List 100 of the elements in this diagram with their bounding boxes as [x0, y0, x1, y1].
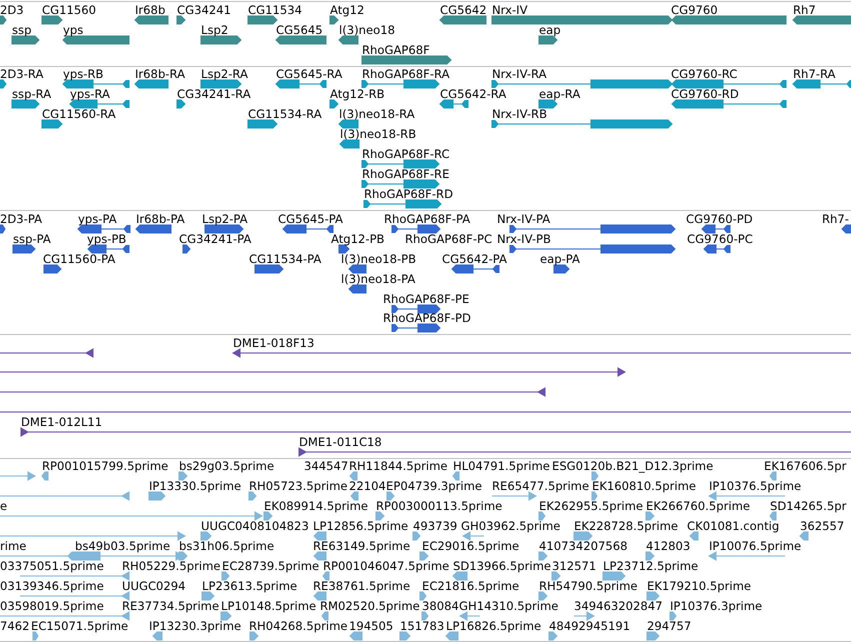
transcript-label: CG5645-RA — [276, 67, 342, 81]
transcript-label: l(3)neo18-RB — [340, 127, 416, 141]
transcript-label: l(3)neo18-RA — [339, 107, 415, 121]
est-label: RE65477.5prime — [492, 479, 590, 493]
est-label: e — [0, 499, 8, 513]
transcript-label: CG5642-RA — [440, 87, 506, 101]
gene-label: CG5645 — [276, 23, 323, 37]
transcript-label: CG11534-RA — [248, 107, 322, 121]
protein-label: Rh7- — [822, 212, 849, 226]
est-label: EK089914.5prime — [264, 499, 368, 513]
est-label: 362557 — [800, 519, 844, 533]
clone-label: DME1-018F13 — [233, 336, 314, 350]
est-label: SD14265.5pr — [770, 499, 846, 513]
est-label: 294757 — [647, 619, 692, 633]
est-label: EK160810.5prime — [592, 479, 696, 493]
est-label: UUGC0294 — [122, 579, 186, 593]
est-label: SD13966.5prime — [453, 559, 552, 573]
clone-label: DME1-011C18 — [299, 435, 382, 449]
protein-label: Nrx-IV-PA — [497, 212, 550, 226]
gene-label: Rh7 — [793, 3, 816, 17]
est-label: UUGC0408104823 — [201, 519, 309, 533]
gene-label: RhoGAP68F — [362, 43, 430, 57]
est-label: IP10076.5prime — [709, 539, 802, 553]
gene-label: Nrx-IV — [492, 3, 528, 17]
protein-label: ssp-PA — [13, 232, 51, 246]
transcript-label: Nrx-IV-RB — [492, 107, 548, 121]
protein-label: CG11534-PA — [249, 252, 322, 266]
est-label: 03139346.5prime — [0, 579, 104, 593]
protein-label: 2D3-PA — [0, 212, 42, 226]
gene-label: yps — [63, 23, 84, 37]
protein-label: RhoGAP68F-PE — [383, 292, 470, 306]
gene-label: CG11534 — [248, 3, 302, 17]
gene-label: eap — [539, 23, 561, 37]
est-label: RH05723.5prime — [249, 479, 348, 493]
est-label: EK262955.5prime — [539, 499, 644, 513]
est-label: 7462 — [0, 619, 30, 633]
est-label: RP001015799.5prime — [42, 459, 168, 473]
est-label: EK266760.5prime — [646, 499, 750, 513]
est-label: RH04268.5prime — [249, 619, 348, 633]
protein-label: RhoGAP68F-PA — [384, 212, 470, 226]
est-label: bs31h06.5prime — [179, 539, 274, 553]
est-label: 349463202847 — [574, 599, 663, 613]
est-label: EC28739.5prime — [222, 559, 320, 573]
est-label: EK228728.5prime — [574, 519, 678, 533]
est-label: 151783 — [400, 619, 444, 633]
gene-label: Ir68b — [135, 3, 166, 17]
transcript-label: yps-RA — [70, 87, 110, 101]
est-label: LP10148.5prime — [221, 599, 316, 613]
gene-label: CG5642 — [440, 3, 487, 17]
protein-label: Ir68b-PA — [136, 212, 185, 226]
est-label: LP23613.5prime — [202, 579, 298, 593]
transcript-label: Lsp2-RA — [201, 67, 248, 81]
gene-label: CG9760 — [671, 3, 718, 17]
est-label: RH54790.5prime — [539, 579, 638, 593]
transcript-label: yps-RB — [63, 67, 104, 81]
gene-label: 2D3 — [0, 3, 24, 17]
protein-label: yps-PB — [87, 232, 126, 246]
transcript-label: CG9760-RD — [671, 87, 739, 101]
gene-label: ssp — [12, 23, 32, 37]
est-label: RM02520.5prime — [320, 599, 420, 613]
protein-label: CG5642-PA — [442, 252, 507, 266]
transcript-label: RhoGAP68F-RA — [362, 67, 450, 81]
est-label: 03598019.5prime — [0, 599, 104, 613]
est-label: EP04739.3prime — [386, 479, 482, 493]
est-label: RP003000113.5prime — [376, 499, 502, 513]
protein-label: Nrx-IV-PB — [497, 232, 551, 246]
est-label: 22104 — [349, 479, 386, 493]
gene-label: Atg12 — [330, 3, 364, 17]
protein-label: yps-PA — [78, 212, 117, 226]
est-label: EC29016.5prime — [422, 539, 520, 553]
est-label: rime — [0, 539, 26, 553]
est-label: LP12856.5prime — [313, 519, 408, 533]
est-label: RP001046047.5prime — [323, 559, 450, 573]
transcript-label: CG11560-RA — [42, 107, 116, 121]
est-label: EK167606.5pr — [764, 459, 846, 473]
transcript-label: Nrx-IV-RA — [492, 67, 547, 81]
est-label: bs49b03.5prime — [75, 539, 170, 553]
clone-label: DME1-012L11 — [21, 415, 102, 429]
est-label: HL04791.5prime — [453, 459, 550, 473]
est-label: RE37734.5prime — [122, 599, 220, 613]
protein-label: CG9760-PC — [687, 232, 753, 246]
gene-label: CG11560 — [42, 3, 96, 17]
gene-label: CG34241 — [177, 3, 231, 17]
est-label: 38084 — [422, 599, 459, 613]
transcript-label: Rh7-RA — [793, 67, 836, 81]
est-label: 03375051.5prime — [0, 559, 104, 573]
protein-label: l(3)neo18-PA — [341, 272, 416, 286]
est-label: 412803 — [646, 539, 690, 553]
transcript-label: RhoGAP68F-RC — [362, 147, 450, 161]
protein-label: RhoGAP68F-PC — [405, 232, 492, 246]
est-label: IP10376.5prime — [709, 479, 802, 493]
est-label: IP13230.3prime — [149, 619, 242, 633]
est-label: RH11844.5prime — [349, 459, 448, 473]
protein-label: l(3)neo18-PB — [341, 252, 416, 266]
protein-label: CG34241-PA — [179, 232, 252, 246]
est-label: LP23712.5prime — [603, 559, 698, 573]
est-label: 48492945191 — [549, 619, 630, 633]
est-label: 493739 — [413, 519, 458, 533]
transcript-label: CG34241-RA — [177, 87, 251, 101]
est-label: IP10376.3prime — [670, 599, 762, 613]
